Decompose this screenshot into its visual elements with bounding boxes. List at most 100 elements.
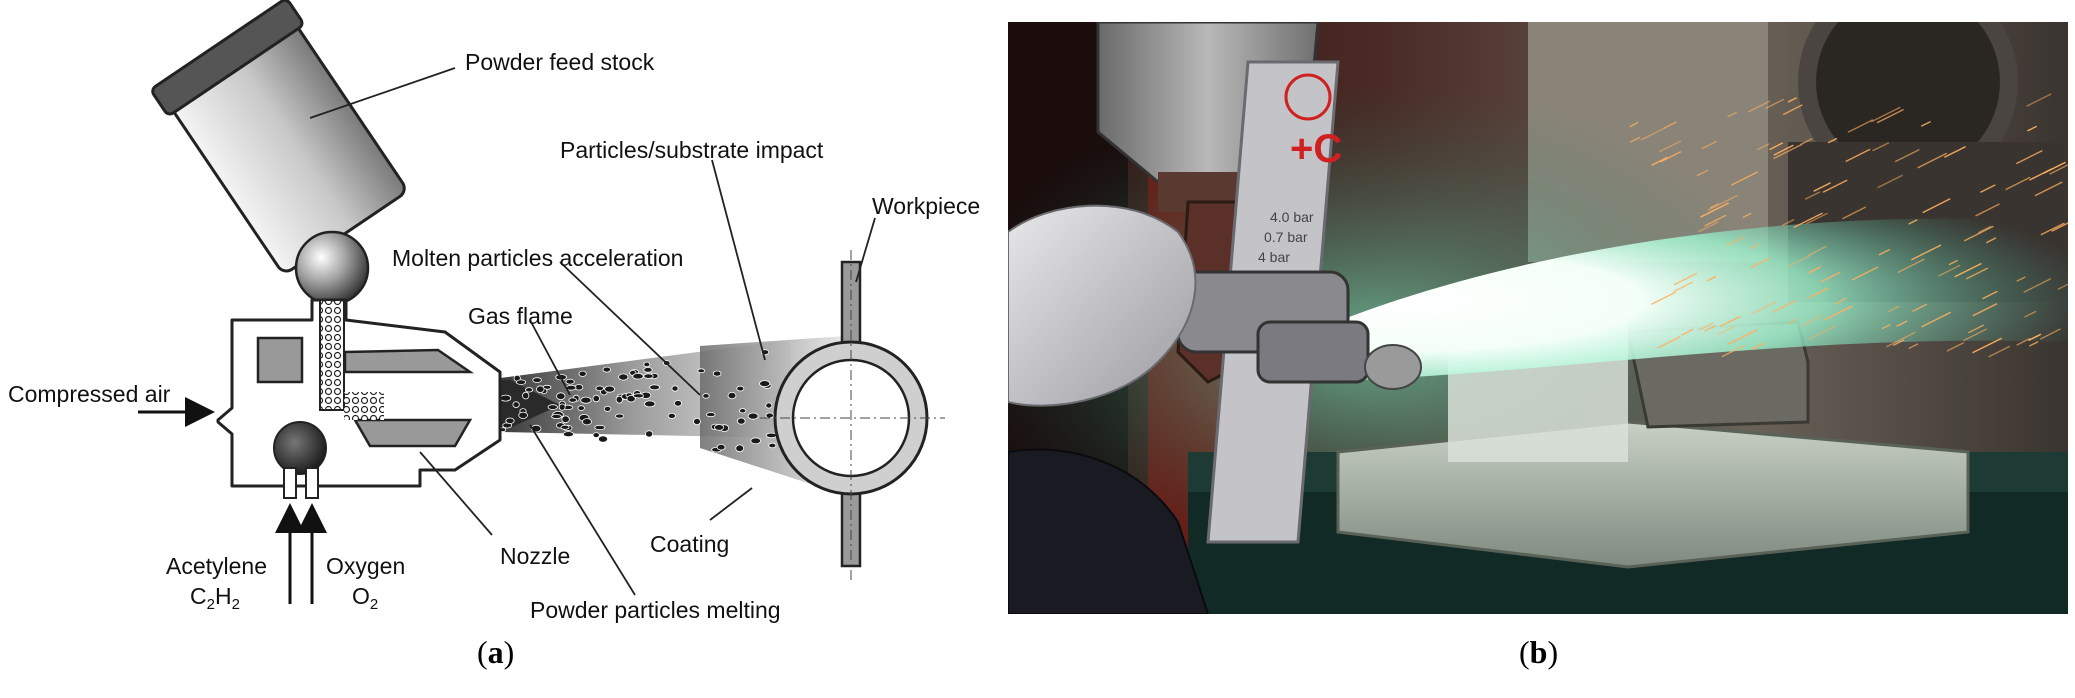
spark [1851,266,1879,281]
spark [1681,328,1694,336]
powder-hopper [151,0,406,273]
particle [577,405,585,411]
particle [615,395,623,404]
gauge-line-1: 4.0 bar [1270,209,1314,225]
spark [1877,174,1903,189]
label-molten-particles-acceleration: Molten particles acceleration [392,245,683,271]
particle [592,432,600,439]
spark [1752,301,1776,315]
spark [1972,337,2003,354]
particle [750,437,761,445]
particle [671,385,679,392]
spark [1887,305,1900,313]
spark [1965,267,1989,280]
particle [632,373,644,380]
particle [595,385,604,391]
spark [1834,297,1848,305]
particle [602,366,611,373]
spark [1886,331,1916,348]
spark [2028,333,2042,342]
spark [1847,119,1874,133]
spark [1657,335,1681,349]
spark [1750,243,1760,250]
spark [1629,136,1641,143]
flame-spray-photo: +C 4.0 bar 0.7 bar 4 bar [1008,22,2068,614]
spark [1979,184,1996,194]
spark [1808,325,1836,340]
particle [759,380,771,388]
spark [1719,315,1741,328]
spark [2016,276,2026,282]
gauge-line-3: 4 bar [1258,249,1290,265]
spark [1727,329,1758,345]
spark [1963,225,1994,242]
spark [1962,328,1987,342]
spark [1827,137,1838,144]
spark [1765,98,1785,109]
spark [1894,148,1920,163]
label-oxygen: Oxygen [326,553,405,579]
spark [1698,322,1714,331]
particle [518,411,528,419]
leader-lines [309,67,876,596]
spark [1975,203,2000,217]
particle [592,394,600,403]
spark [1673,272,1698,286]
spark [1920,120,1931,127]
spark [1878,248,1891,256]
gun-logo-text: +C [1290,127,1342,171]
spark [1808,245,1827,256]
spark [2005,176,2031,191]
label-oxygen-formula: O2 [352,583,378,613]
spark [1756,143,1770,151]
spark [2023,278,2052,293]
spark [2034,181,2063,197]
spark [1640,127,1666,141]
particle [525,387,534,393]
spark [1727,111,1738,118]
spark [1747,100,1771,113]
label-acetylene: Acetylene [166,553,267,579]
spark [1805,212,1828,225]
spark [2016,337,2031,346]
spark [1769,142,1784,151]
particle [632,393,644,399]
particle [568,397,577,403]
particle [603,405,612,412]
spark [1824,305,1853,321]
spark [1700,202,1730,218]
particle [522,391,530,400]
particle [561,415,570,424]
particle [693,417,701,425]
spark [2015,149,2043,165]
spark [1912,303,1928,313]
particle [747,412,759,420]
spark [1948,259,1958,266]
spark [1881,323,1891,330]
oxygen-inlet [305,467,319,499]
particle [536,385,545,394]
spark [1921,311,1952,328]
spark [1698,221,1719,233]
spark [1721,344,1746,358]
particle [765,402,773,409]
spark [1845,148,1871,163]
particle [705,412,716,418]
spark [1773,143,1803,160]
particle [713,424,725,431]
spark [1782,104,1803,116]
spark [1807,266,1821,274]
spark [2039,328,2061,340]
spark [1709,203,1720,209]
spark [1800,138,1813,146]
spark [1897,258,1925,274]
label-coating: Coating [650,531,729,557]
particle [643,361,651,368]
spark [1673,281,1693,293]
particle [560,424,570,430]
powder-tube [319,299,345,411]
label-workpiece: Workpiece [872,193,980,219]
spark [1742,212,1752,219]
spark [1629,121,1639,128]
spark [1813,182,1831,192]
